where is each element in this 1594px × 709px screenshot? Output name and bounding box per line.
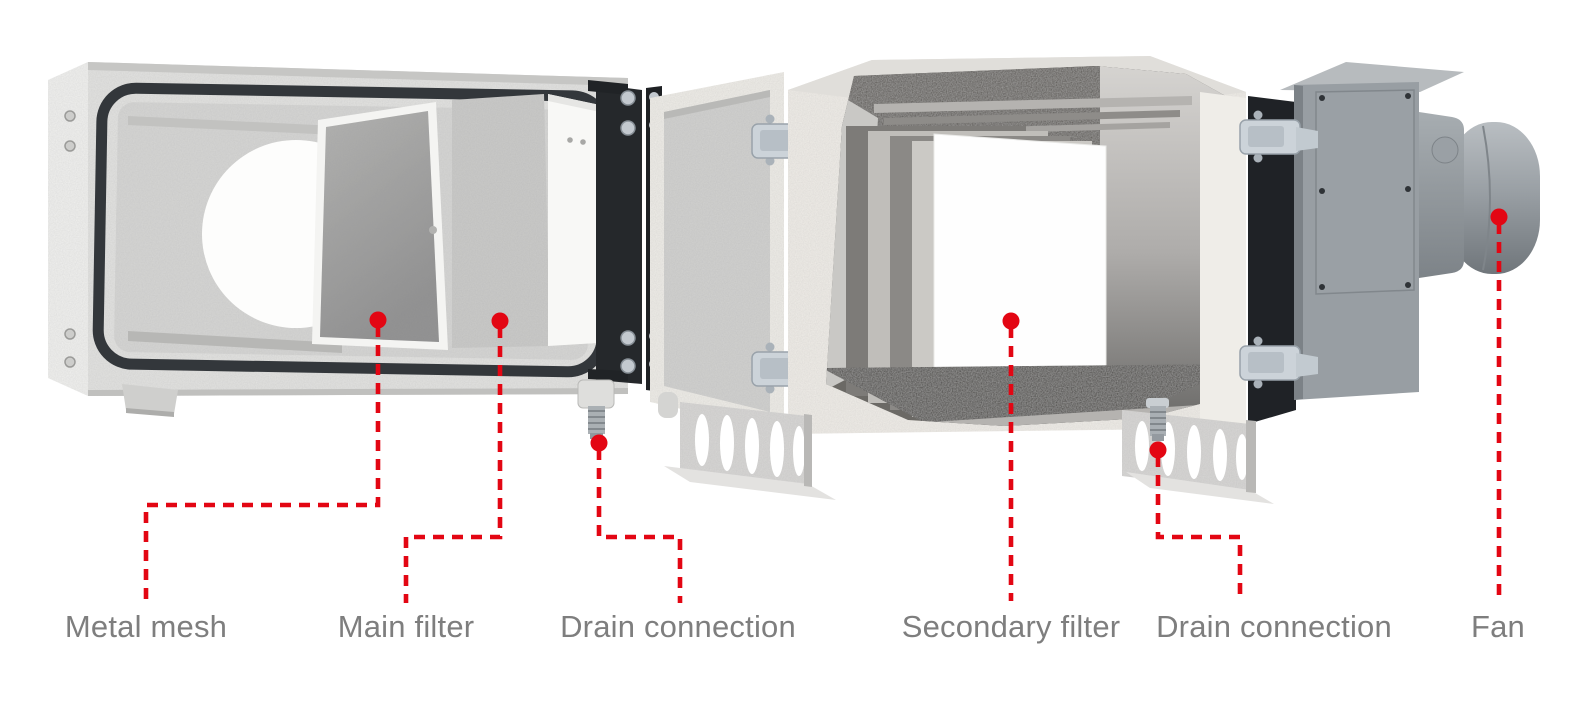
metal-mesh-panel: [312, 102, 448, 350]
cutaway-interior: [826, 66, 1240, 426]
screw-icon: [64, 110, 76, 368]
middle-filter-box: [650, 56, 1296, 504]
left-filter-box: [48, 62, 642, 439]
fan-section: [1239, 62, 1540, 400]
leader-lines: [143, 223, 1502, 603]
mounting-bracket-left: [658, 392, 836, 500]
anchor-dot-metal-mesh: [369, 311, 387, 329]
access-door: [650, 72, 784, 432]
drain-fitting-right: [1146, 398, 1169, 441]
label-secondary-filter: Secondary filter: [901, 609, 1121, 644]
anchor-dot-fan: [1490, 208, 1508, 226]
label-drain-connection-1: Drain connection: [560, 609, 796, 644]
label-drain-connection-2: Drain connection: [1156, 609, 1392, 644]
leader-main-filter: [403, 327, 503, 603]
hinge-clamp-icon: [1239, 110, 1318, 389]
mounting-bracket-right: [1122, 398, 1274, 504]
fan-outlet-duct: [1419, 112, 1540, 278]
anchor-dot-drain-connection-1: [590, 434, 608, 452]
leader-metal-mesh: [143, 326, 381, 603]
label-main-filter: Main filter: [337, 609, 475, 644]
anchor-dot-main-filter: [491, 312, 509, 330]
label-metal-mesh: Metal mesh: [64, 609, 228, 644]
anchor-dot-secondary-filter: [1002, 312, 1020, 330]
annotation-dots: [369, 208, 1508, 459]
drain-fitting-left: [577, 379, 615, 439]
leader-drain-connection-2: [1155, 456, 1243, 601]
main-filter-panel: [452, 94, 614, 348]
fan-service-panel: [1315, 89, 1415, 295]
label-fan: Fan: [1470, 609, 1526, 644]
leader-drain-connection-1: [596, 449, 683, 603]
mounting-plate-left-unit: [588, 80, 642, 384]
anchor-dot-drain-connection-2: [1149, 441, 1167, 459]
duct-opening: [202, 140, 340, 328]
